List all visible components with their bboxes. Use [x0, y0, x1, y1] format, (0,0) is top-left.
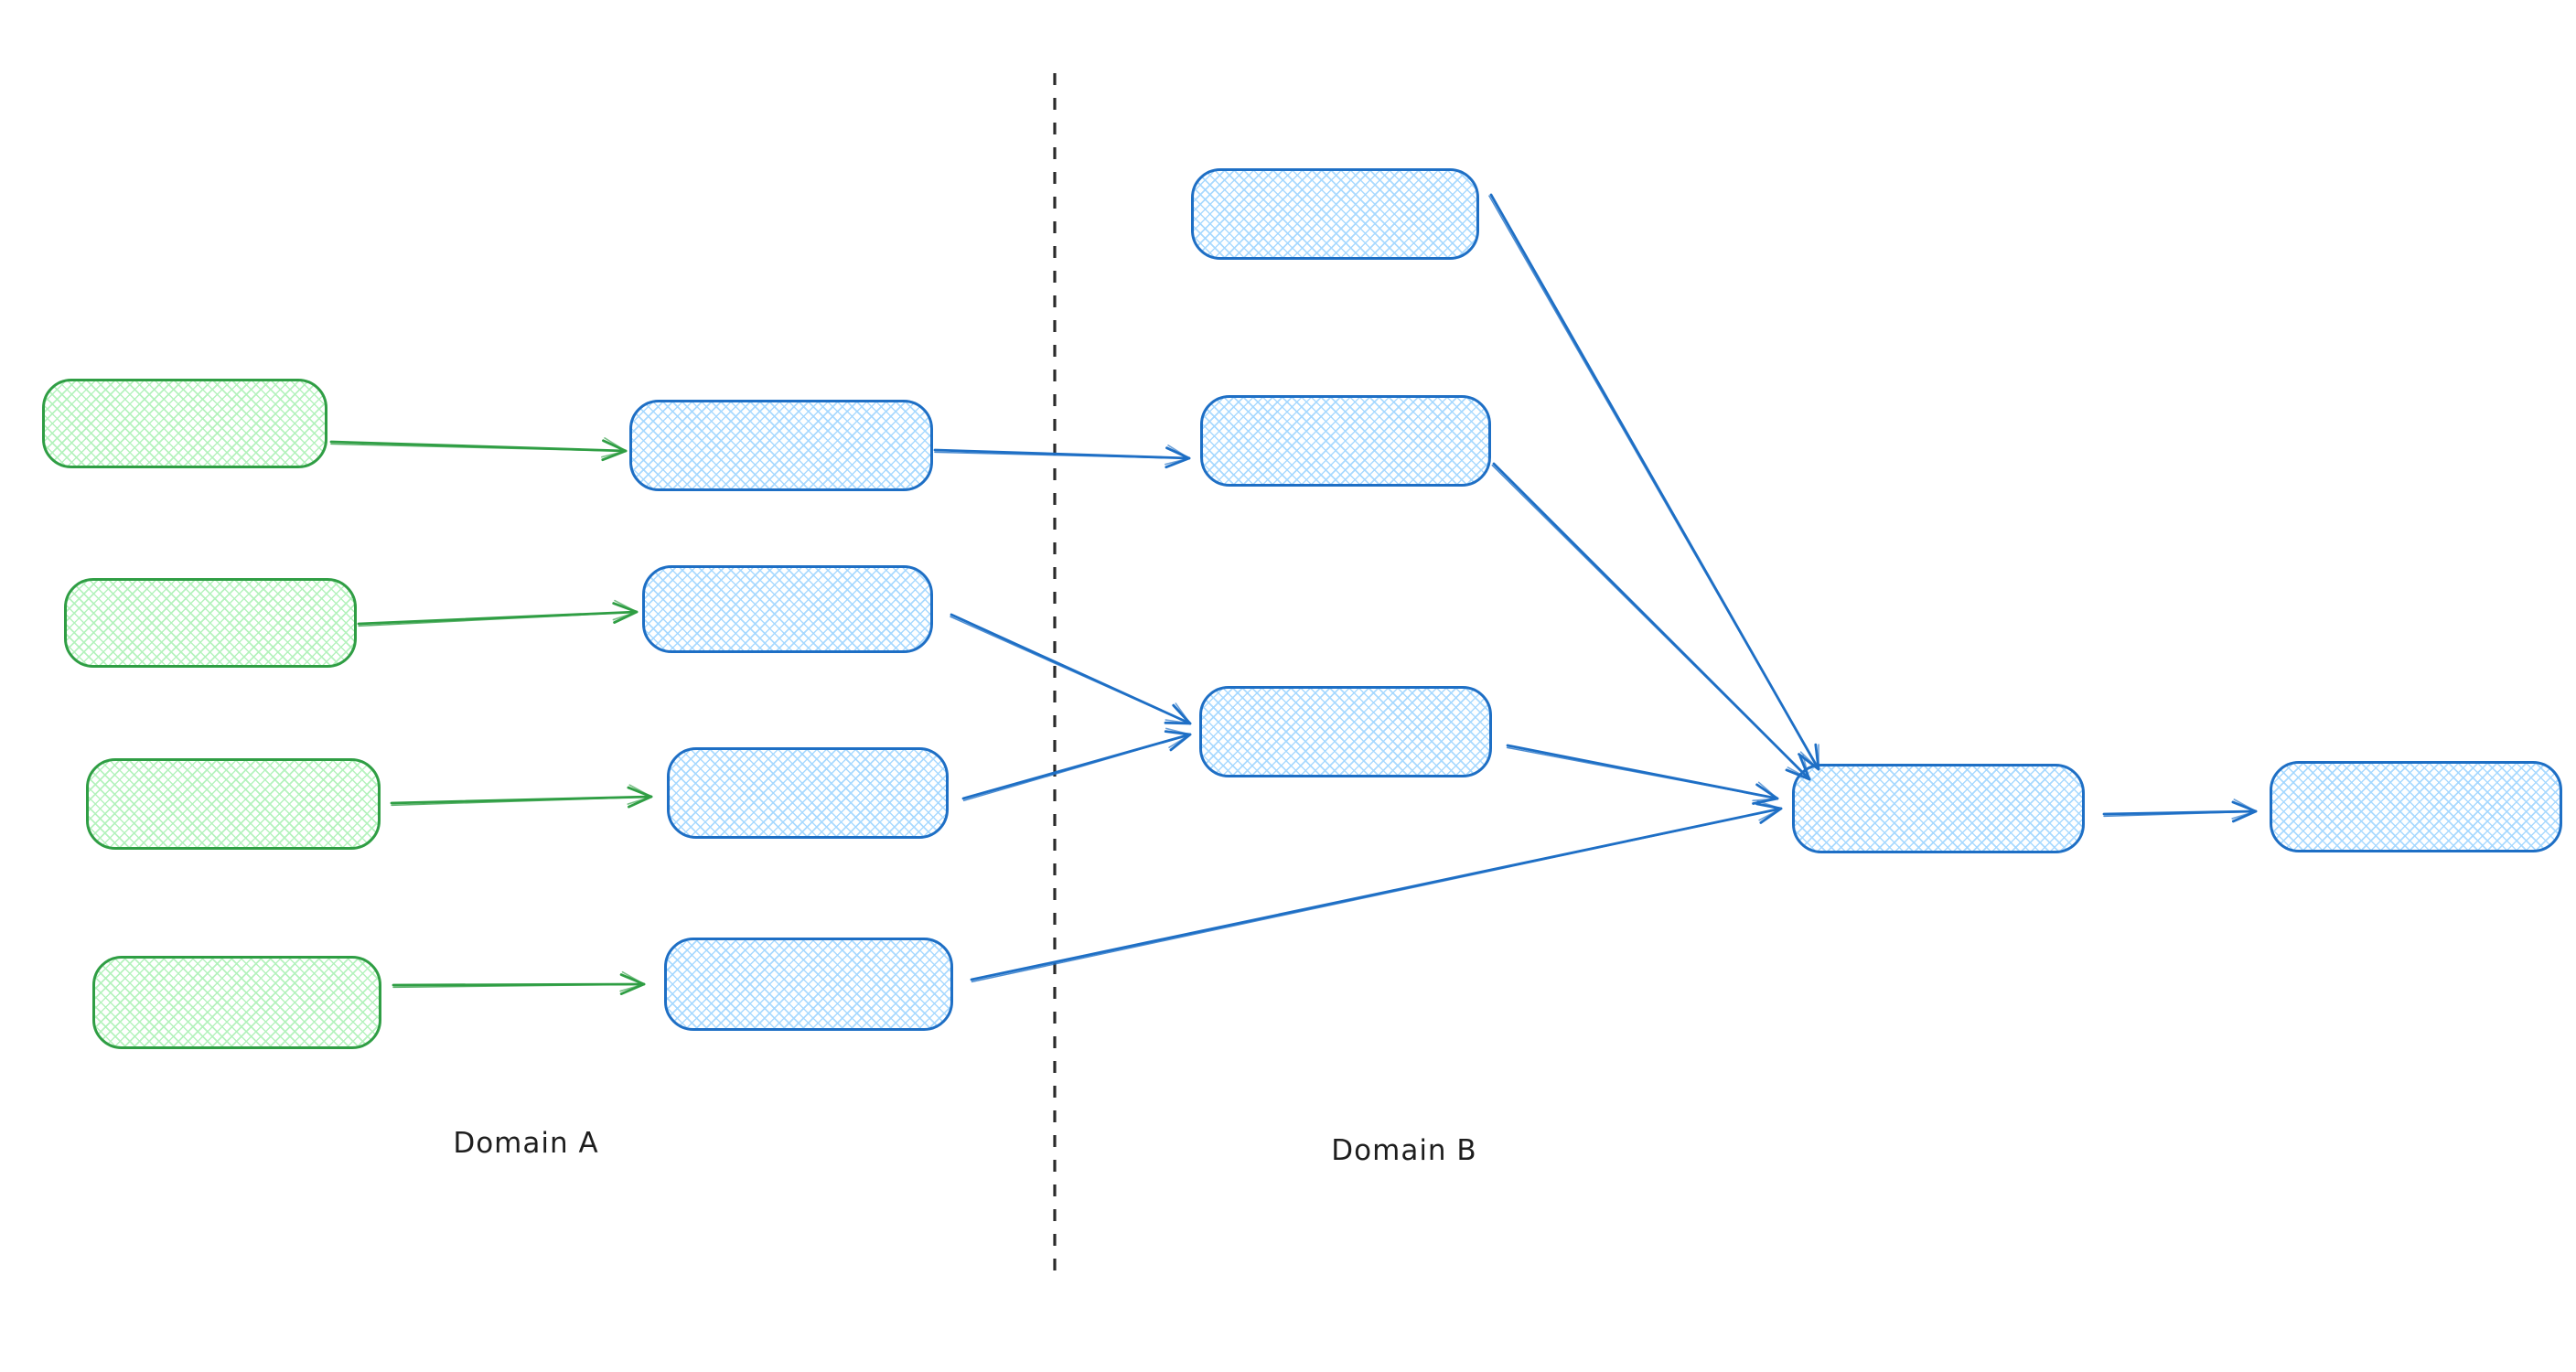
edge-a3-b3-arrowhead [1164, 730, 1192, 752]
edge-input3-node3-arrow [390, 795, 653, 805]
edge-input4-node4-arrow-sketch [392, 983, 628, 989]
edge-input2-node2-arrow-sketch [358, 612, 618, 627]
domain-a-input-1-box [42, 379, 327, 468]
edge-a2-b3-arrowhead-sketch [1165, 702, 1191, 724]
edge-input1-node1-arrowhead [601, 439, 628, 462]
edge-input3-node3-arrowhead-sketch [627, 784, 652, 805]
edge-input2-node2-arrowhead [612, 602, 639, 624]
domain-b-merge-node-box [1792, 764, 2085, 853]
edge-input1-node1-arrowhead-sketch [601, 437, 627, 458]
domain-b-node-1-box [1191, 168, 1479, 260]
edge-input4-node4-arrowhead [619, 973, 646, 995]
edge-merge-output-arrowhead [2231, 800, 2258, 823]
domain-a-input-3-box [86, 758, 381, 850]
edge-a4-merge-arrow-sketch [971, 820, 1725, 983]
edge-a2-b3-arrow-sketch [950, 616, 1175, 717]
edge-b2-merge-arrow-sketch [1491, 464, 1788, 758]
edge-merge-output-arrow [2102, 809, 2258, 816]
domain-a-input-4-box [92, 956, 381, 1049]
edge-input3-node3-arrowhead [627, 786, 653, 809]
domain-a-node-3-box [667, 747, 949, 839]
edge-input3-node3-arrow-sketch [391, 797, 634, 807]
domain-a-node-2-box [642, 565, 933, 653]
domain-a-node-4-box [664, 938, 953, 1031]
edge-b1-merge-arrow [1489, 193, 1820, 771]
domain-a-input-2-box [64, 578, 357, 668]
domain-a-node-1-box [629, 400, 933, 491]
edge-b3-merge-arrow [1506, 744, 1779, 800]
edge-a4-merge-arrowhead-sketch [1756, 799, 1782, 821]
edge-a4-merge-arrowhead [1755, 802, 1783, 824]
edge-b1-merge-arrow-sketch [1488, 195, 1797, 730]
domain-b-node-3-box [1199, 686, 1492, 777]
edge-input1-node1-arrow-sketch [330, 443, 606, 452]
edge-input1-node1-arrow [329, 440, 628, 453]
edge-input4-node4-arrowhead-sketch [619, 970, 645, 992]
edge-a1-b2-arrowhead-sketch [1165, 445, 1190, 466]
edge-merge-output-arrowhead-sketch [2231, 799, 2257, 820]
domain-a-label: Domain A [453, 1127, 599, 1160]
domain-b-node-2-box [1200, 395, 1491, 487]
domain-b-output-node-box [2270, 761, 2562, 852]
edge-a3-b3-arrowhead-sketch [1165, 727, 1191, 749]
edge-a2-b3-arrow [950, 613, 1192, 725]
edge-a3-b3-arrow-sketch [962, 738, 1175, 802]
edge-b3-merge-arrow-sketch [1506, 746, 1760, 797]
edge-input4-node4-arrow [392, 982, 646, 987]
edge-input2-node2-arrowhead-sketch [612, 599, 638, 621]
edge-b3-merge-arrowhead [1752, 783, 1779, 805]
edge-a3-b3-arrow [961, 733, 1192, 800]
edge-a1-b2-arrow [933, 448, 1191, 460]
edge-b2-merge-arrow [1492, 462, 1811, 781]
domain-b-label: Domain B [1331, 1134, 1477, 1167]
edge-merge-output-arrow-sketch [2103, 810, 2247, 818]
edge-b3-merge-arrowhead-sketch [1752, 781, 1778, 802]
edge-a4-merge-arrow [970, 807, 1783, 981]
edge-a1-b2-arrow-sketch [934, 451, 1173, 459]
edge-a2-b3-arrowhead [1164, 703, 1192, 725]
edge-input2-node2-arrow [357, 610, 639, 626]
edge-a1-b2-arrowhead [1165, 446, 1191, 469]
